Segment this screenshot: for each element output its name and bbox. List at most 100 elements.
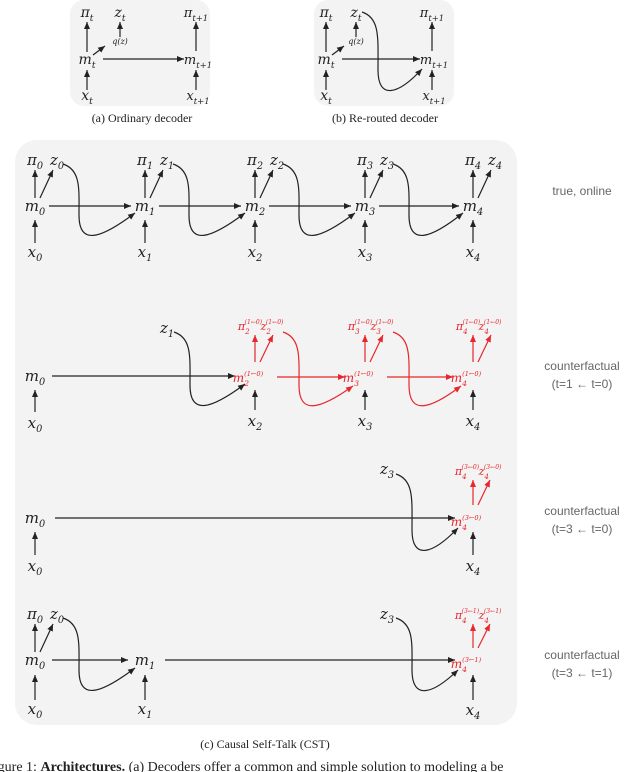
node-symbol: z [379,605,388,623]
panel-a-caption: (a) Ordinary decoder [92,111,193,125]
x-4: x4 [466,412,481,433]
node-subscript: 0 [36,424,42,435]
z-3: z3 [379,605,394,626]
rerouted-z-edge [392,331,462,407]
node-subscript: t+1 [432,60,448,70]
m-1: m1 [135,197,155,218]
node-symbol: z [478,320,485,333]
pi-4-counterfactual: π4(3←1) [454,608,480,625]
node-symbol: π [454,465,463,478]
node-symbol: x [422,89,430,104]
node-subscript: 2 [258,207,265,218]
node-subscript: 3 [354,379,359,388]
m-t-plus-1: mt+1 [184,53,212,70]
node-superscript: (1←0) [484,319,502,326]
node-symbol: π [347,320,356,333]
node-symbol: z [379,460,388,478]
pi-3-counterfactual: π3(1←0) [347,319,373,336]
m-t-plus-1: mt+1 [420,53,448,70]
arrow [259,169,274,199]
node-symbol: x [28,243,37,261]
z-0: z0 [49,151,64,172]
node-symbol: z [49,605,58,623]
rerouted-z-edge [62,163,136,236]
pi-4: π4 [464,151,481,172]
node-subscript: t [331,61,335,71]
node-subscript: 0 [39,519,45,530]
node-symbol: x [358,412,367,430]
z-1: z1 [159,319,174,340]
node-superscript: (1←0) [245,319,263,326]
node-superscript: (3←1) [462,656,481,664]
node-symbol: x [28,414,37,432]
node-subscript: 4 [483,327,489,336]
node-subscript: 1 [146,710,152,721]
node-subscript: 4 [461,523,467,532]
node-subscript: 0 [36,710,42,721]
node-subscript: 4 [461,472,467,481]
z-t: zt [349,5,361,24]
arrow [477,169,492,199]
row-sublabel: (t=3 ← t=1) [552,666,613,680]
row-label: counterfactual [544,648,619,662]
node-subscript: 0 [37,161,43,172]
q-z-label: q(z) [348,37,364,46]
node-subscript: 3 [355,327,360,336]
node-subscript: 4 [461,379,467,388]
node-superscript: (3←1) [462,608,480,615]
x-4: x4 [466,557,481,578]
x-4: x4 [466,243,481,264]
node-subscript: t+1 [196,60,212,70]
z-4-counterfactual: z4(1←0) [478,319,502,336]
node-superscript: (1←0) [355,319,373,326]
node-symbol: m [451,657,462,671]
z-3: z3 [379,460,394,481]
m-4-counterfactual: m4(1←0) [451,370,482,388]
row-sublabel: (t=1 ← t=0) [552,377,613,391]
node-symbol: z [349,5,358,21]
node-symbol: x [81,88,89,104]
node-symbol: π [237,320,246,333]
node-subscript: 2 [255,422,262,433]
arrow [331,45,345,56]
pi-t-plus-1: πt+1 [183,6,208,23]
rerouted-z-edge [395,617,459,692]
node-symbol: m [25,651,39,669]
z-2-counterfactual: z2(1←0) [260,319,284,336]
node-symbol: π [136,151,148,169]
rerouted-z-edge [172,163,246,236]
row-label: counterfactual [544,359,619,373]
m-t: mt [79,52,96,71]
node-subscript: 4 [476,207,483,218]
node-subscript: 3 [376,327,381,336]
node-symbol: x [138,700,147,718]
arrow [369,169,384,199]
node-subscript: t [329,14,333,24]
node-subscript: 0 [37,615,43,626]
node-symbol: x [28,557,37,575]
node-symbol: x [320,88,328,104]
rerouted-z-edge [392,163,464,236]
node-symbol: m [25,197,39,215]
rerouted-z-edge [361,11,423,92]
counterfactual-arrow [369,334,384,363]
x-t-plus-1: xt+1 [422,89,445,106]
node-subscript: t [89,97,93,107]
m-4-counterfactual: m4(3←0) [451,514,482,532]
q-z-label: q(z) [112,37,128,46]
node-subscript: t+1 [194,96,210,106]
node-subscript: t [358,14,362,24]
pi-t-plus-1: πt+1 [419,6,444,23]
node-symbol: x [358,243,367,261]
node-symbol: z [113,5,122,21]
node-subscript: t [122,14,126,24]
node-symbol: π [455,320,464,333]
row-sublabel: (t=3 ← t=0) [552,522,613,536]
node-subscript: 0 [39,207,45,218]
node-symbol: m [451,515,462,529]
m-0: m0 [25,197,45,218]
x-1: x1 [138,243,153,264]
node-subscript: t+1 [192,13,208,23]
pi-2: π2 [246,151,263,172]
